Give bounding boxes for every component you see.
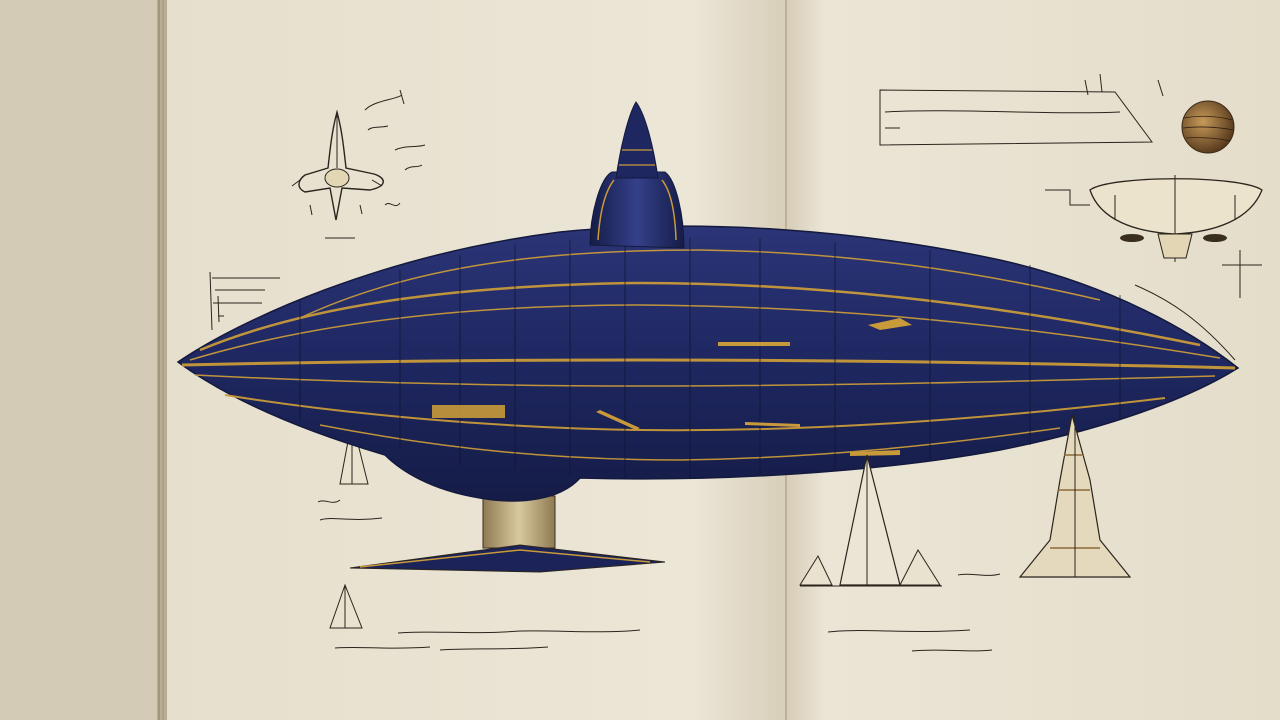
sketch-planet-bands — [1182, 115, 1235, 142]
sketch-cone-left-bottom — [329, 583, 363, 629]
sketch-pylon-right — [1018, 414, 1132, 578]
sketch-left-notes — [209, 271, 280, 331]
airship-base-plate — [349, 544, 666, 573]
airship-drawing — [176, 101, 1240, 573]
sketch-pylon-center — [799, 454, 942, 587]
sketch-top-right-diagram — [879, 73, 1164, 146]
sketch-notes-right-lower — [827, 573, 1001, 652]
airship-tower-spire — [615, 101, 659, 179]
airship-tower-base — [589, 171, 685, 249]
sketch-ship-top-view — [291, 89, 426, 239]
airship-stem — [482, 495, 556, 549]
sketch-gondola-right — [1045, 175, 1263, 361]
sketch-notes-left-lower — [317, 499, 641, 651]
book-spine-edges — [157, 0, 167, 720]
